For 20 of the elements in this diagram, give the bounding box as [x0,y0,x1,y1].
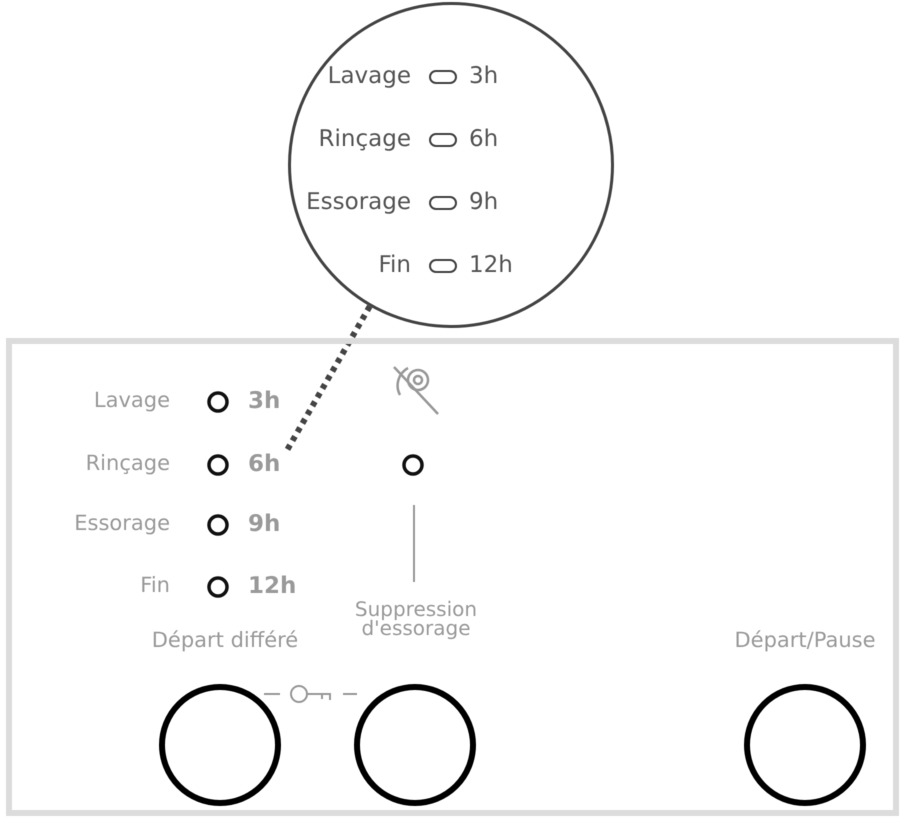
phase-label: Essorage [306,191,411,214]
duration-label: 3h [248,390,280,413]
duration-label: 12h [248,575,296,598]
button-label: Suppression d'essorage [354,600,478,638]
phase-label: Rinçage [86,453,170,474]
button-label: Départ/Pause [734,630,876,651]
phase-label: Fin [140,575,170,596]
duration-label: 9h [248,513,280,536]
phase-label: Essorage [74,513,170,534]
duration-label: 3h [469,65,498,88]
leader-line [283,304,372,454]
duration-label: 6h [469,128,498,151]
phase-label: Fin [378,254,411,277]
phase-label: Rinçage [318,128,411,151]
duration-label: 6h [248,453,280,476]
button-label: Départ différé [150,630,300,651]
phase-label: Lavage [94,390,170,411]
duration-label: 12h [469,254,513,277]
phase-label: Lavage [328,65,411,88]
duration-label: 9h [469,191,498,214]
